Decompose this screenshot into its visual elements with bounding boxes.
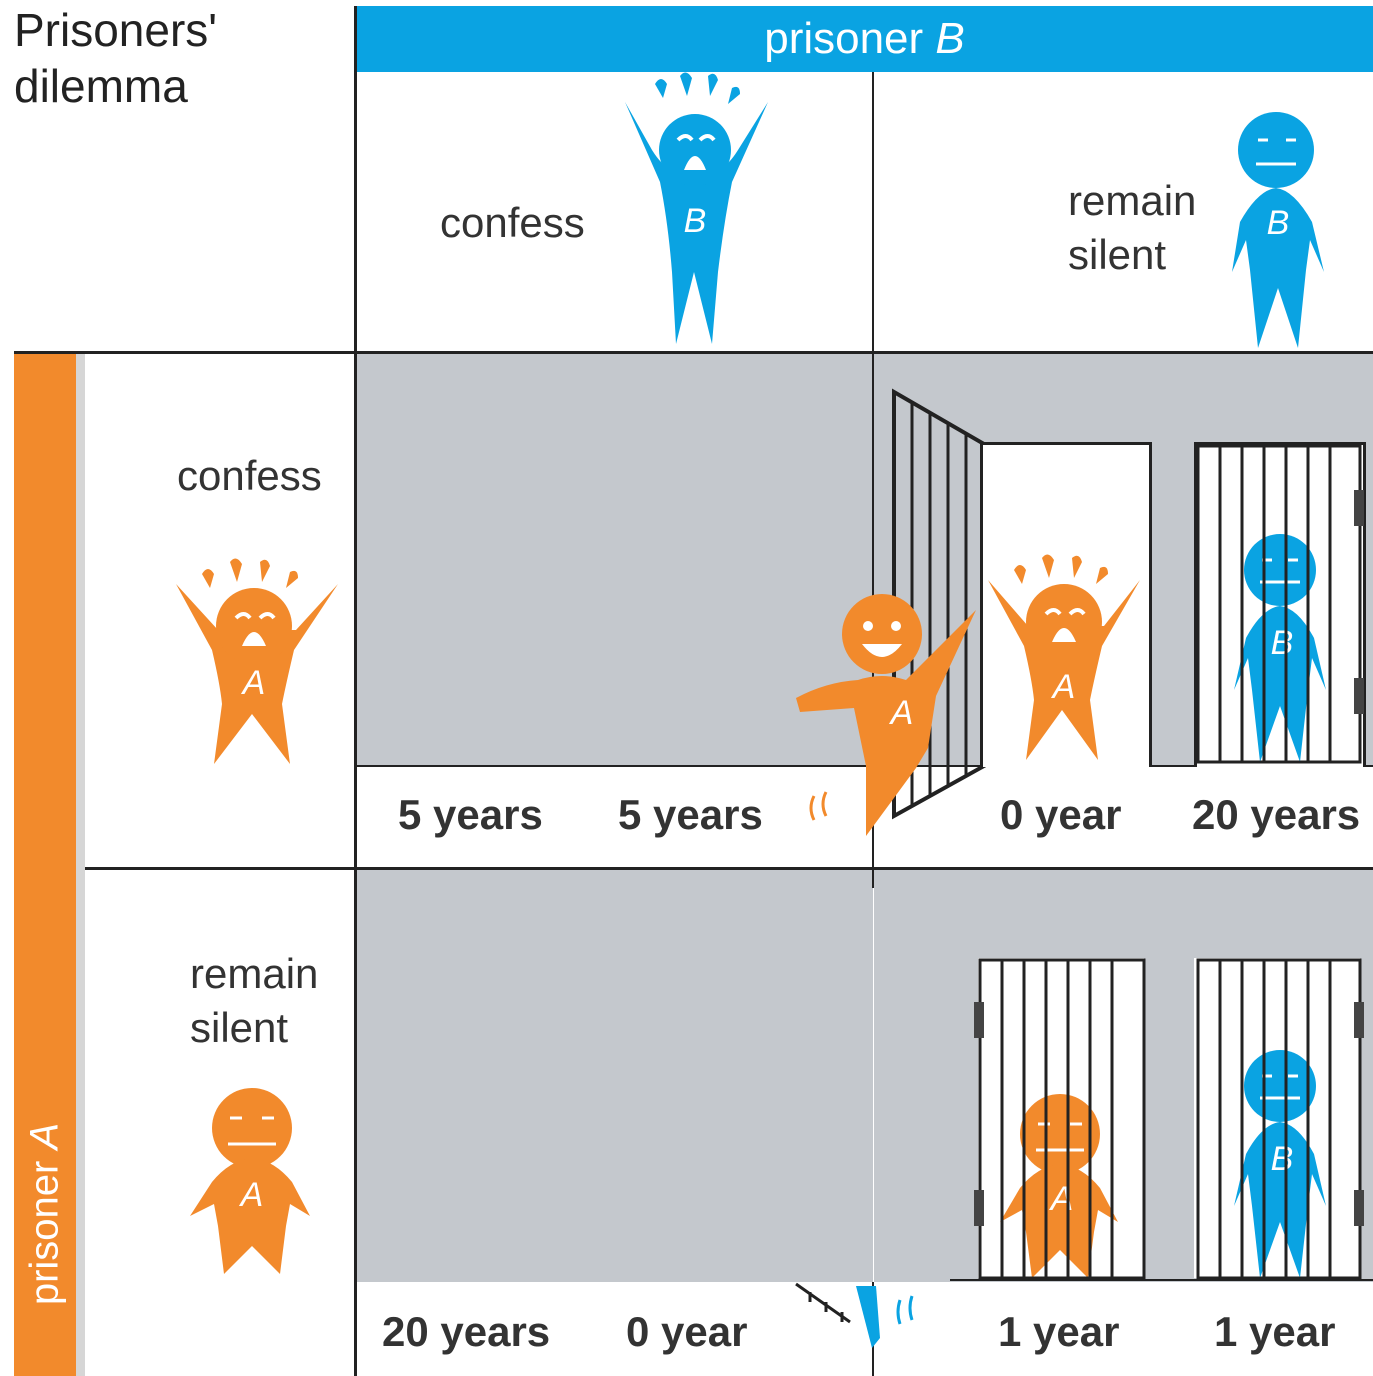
a-confess-figure: A — [176, 558, 338, 764]
a-silent-label: remain silent — [190, 947, 318, 1055]
escaping-a-figure: A — [796, 594, 976, 836]
b-silent-label: remain silent — [1068, 174, 1196, 282]
payoff-silent-silent-b: 1 year — [1214, 1308, 1336, 1355]
cell-a-confess-letter: A — [1051, 668, 1076, 706]
a-confess-label: confess — [177, 452, 322, 499]
payoff-silent-silent-a: 1 year — [998, 1308, 1120, 1355]
b-silent-label-line-2: silent — [1068, 231, 1167, 278]
grid-line-payoff-2 — [950, 1279, 1373, 1281]
grid-line-v-mid — [872, 72, 874, 888]
payoff-confess-confess-a: 5 years — [398, 791, 543, 838]
payoff-silent-confess-a: 20 years — [382, 1308, 551, 1355]
b-silent-letter: B — [1267, 204, 1290, 242]
prisoner-a-letter: A — [22, 1122, 67, 1150]
payoff-confess-silent-a: 0 year — [1000, 791, 1122, 838]
cell-confess-confess-bg — [357, 354, 873, 766]
prisoner-a-banner: prisoner A — [14, 354, 76, 1376]
a-silent-label-line-2: silent — [190, 1004, 289, 1051]
jailed-b-letter-2: B — [1271, 1140, 1294, 1178]
jailed-b-letter-1: B — [1271, 624, 1294, 662]
jail-bars-b-1 — [1196, 444, 1364, 764]
jail-bars-a-2 — [974, 958, 1146, 1280]
grid-line-h-mid — [85, 867, 1373, 870]
payoff-confess-silent-b: 20 years — [1192, 791, 1361, 838]
prisoner-a-label: prisoner — [22, 1149, 67, 1306]
grid-line-payoff-1 — [357, 765, 1373, 767]
b-silent-figure: B — [1232, 112, 1324, 348]
a-silent-figure: A — [190, 1088, 310, 1274]
b-confess-letter: B — [684, 202, 707, 240]
jailed-b-figure-1: B — [1234, 534, 1326, 762]
b-silent-label-line-1: remain — [1068, 177, 1197, 224]
a-silent-letter: A — [239, 1176, 264, 1214]
b-confess-label: confess — [440, 199, 585, 246]
escaping-a-letter: A — [889, 694, 914, 732]
grid-line-h-top — [14, 351, 1373, 354]
bottom-door-corner — [795, 1282, 914, 1348]
b-confess-figure: B — [625, 72, 768, 344]
a-confess-letter: A — [241, 664, 266, 702]
jailed-b-figure-2: B — [1234, 1050, 1326, 1278]
jail-bars-b-2 — [1196, 958, 1364, 1280]
prisoner-b-letter: B — [935, 14, 965, 63]
prisoner-a-banner-shadow — [76, 354, 85, 1376]
title-line-1: Prisoners' — [14, 4, 218, 56]
cell-a-confess-figure: A — [988, 554, 1140, 760]
prisoner-b-banner: prisoner B — [356, 6, 1373, 72]
grid-line-v-left — [354, 6, 357, 1376]
cell-silent-confess-bg — [357, 870, 873, 1282]
title-line-2: dilemma — [14, 60, 188, 112]
a-silent-label-line-1: remain — [190, 950, 319, 997]
payoff-confess-confess-b: 5 years — [618, 791, 763, 838]
diagram-title: Prisoners' dilemma — [14, 2, 217, 114]
payoff-silent-confess-b: 0 year — [626, 1308, 748, 1355]
prisoner-b-label: prisoner — [764, 14, 936, 63]
